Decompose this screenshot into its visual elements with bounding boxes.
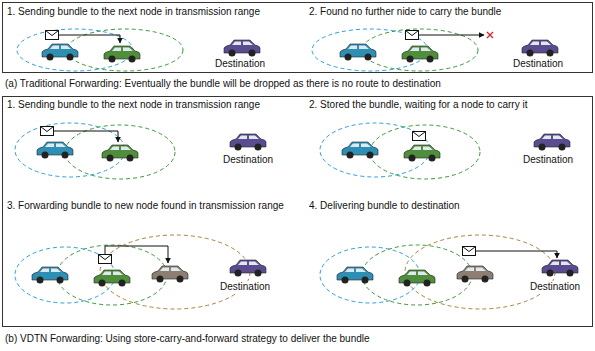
bundle-envelope <box>99 255 112 264</box>
car <box>94 270 130 287</box>
car <box>102 145 138 162</box>
car <box>337 267 373 284</box>
bundle-envelope <box>463 247 476 256</box>
forward-arrow <box>105 246 168 263</box>
car <box>457 266 493 283</box>
panel-caption: (b) VDTN Forwarding: Using store-carry-a… <box>5 333 590 345</box>
car <box>340 44 376 61</box>
panel-frame: 1. Sending bundle to the next node in tr… <box>2 96 593 327</box>
destination-car <box>522 40 558 57</box>
range-ellipse <box>100 235 250 309</box>
step-b3 <box>15 235 250 309</box>
step-heading: 2. Stored the bundle, waiting for a node… <box>309 99 589 111</box>
car <box>152 266 188 283</box>
step-heading: 4. Delivering bundle to destination <box>309 200 589 212</box>
range-ellipse <box>57 245 167 305</box>
destination-label: Destination <box>222 154 274 166</box>
deliver-arrow <box>476 251 557 258</box>
step-a1 <box>17 29 183 71</box>
range-ellipse <box>362 245 472 305</box>
car <box>402 46 438 63</box>
car <box>37 142 73 159</box>
car <box>104 46 140 63</box>
destination-label: Destination <box>522 154 574 166</box>
range-ellipse <box>405 235 555 309</box>
destination-label: Destination <box>512 58 564 70</box>
car <box>404 145 440 162</box>
bundle-envelope <box>46 31 59 40</box>
step-b2 <box>320 123 480 179</box>
step-heading: 1. Sending bundle to the next node in tr… <box>7 99 302 111</box>
step-heading: 1. Sending bundle to the next node in tr… <box>7 6 302 18</box>
destination-label: Destination <box>219 281 271 293</box>
car <box>32 267 68 284</box>
forward-arrow <box>54 131 118 142</box>
step-b1 <box>15 123 175 179</box>
failed-arrow <box>419 35 484 36</box>
destination-car <box>542 260 578 277</box>
step-heading: 3. Forwarding bundle to new node found i… <box>7 200 292 212</box>
destination-car <box>224 40 260 57</box>
forward-arrow <box>59 35 120 43</box>
destination-car <box>230 134 266 151</box>
car <box>42 44 78 61</box>
drop-cross <box>487 32 493 38</box>
destination-label: Destination <box>214 58 266 70</box>
step-b4 <box>320 235 555 309</box>
destination-car <box>534 134 570 151</box>
bundle-envelope <box>413 132 426 141</box>
range-ellipse <box>370 125 480 179</box>
destination-car <box>230 260 266 277</box>
range-ellipse <box>65 125 175 179</box>
bundle-envelope <box>41 127 54 136</box>
panel-frame: 1. Sending bundle to the next node in tr… <box>2 2 593 73</box>
panel-caption: (a) Traditional Forwarding: Eventually t… <box>5 78 590 90</box>
car <box>399 270 435 287</box>
step-heading: 2. Found no further nide to carry the bu… <box>309 6 589 18</box>
destination-label: Destination <box>529 281 581 293</box>
car <box>342 142 378 159</box>
bundle-envelope <box>406 31 419 40</box>
